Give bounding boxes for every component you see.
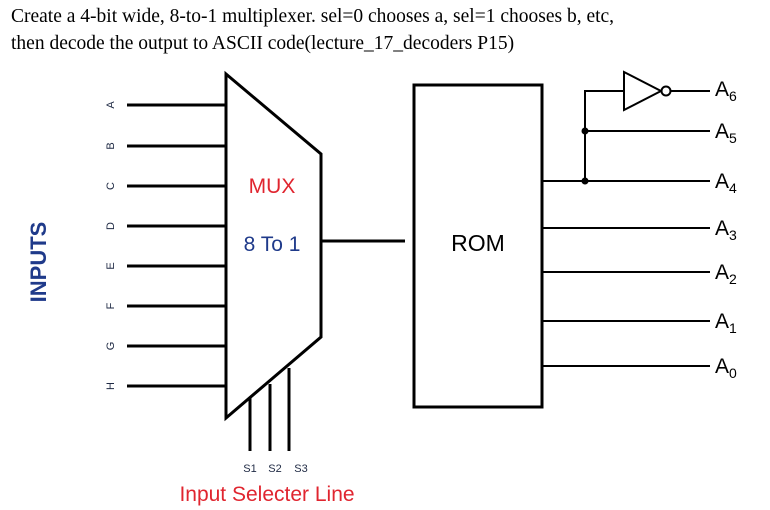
output-label-a3: A3 xyxy=(715,217,737,243)
select-label-s2: S2 xyxy=(268,463,281,475)
input-line-group xyxy=(127,103,226,388)
output-line-group xyxy=(542,70,710,367)
rom-label: ROM xyxy=(451,230,505,256)
output-label-a6: A6 xyxy=(715,78,737,104)
output-label-letter: A xyxy=(715,170,729,193)
output-label-subscript: 6 xyxy=(729,88,737,104)
output-label-subscript: 4 xyxy=(729,180,737,196)
task-text-line-1: Create a 4-bit wide, 8-to-1 multiplexer.… xyxy=(11,6,615,27)
output-label-a2: A2 xyxy=(715,261,737,287)
output-label-letter: A xyxy=(715,120,729,143)
output-label-a5: A5 xyxy=(715,120,737,146)
output-label-a4: A4 xyxy=(715,170,737,196)
task-text-line-2: then decode the output to ASCII code(lec… xyxy=(11,33,515,54)
output-label-letter: A xyxy=(715,78,729,101)
input-letter-f: F xyxy=(105,302,117,309)
input-letter-h: H xyxy=(105,382,117,390)
mux-title: MUX xyxy=(249,175,296,198)
input-letter-b: B xyxy=(105,142,117,149)
inverter-gate xyxy=(623,70,664,112)
input-letter-c: C xyxy=(105,182,117,190)
input-letter-a: A xyxy=(105,101,117,109)
output-label-subscript: 1 xyxy=(729,320,737,336)
output-label-subscript: 5 xyxy=(729,130,737,146)
input-letter-group: A B C D E F G H xyxy=(105,101,117,390)
output-label-a1: A1 xyxy=(715,310,737,336)
select-line-group xyxy=(248,368,291,451)
output-label-subscript: 0 xyxy=(729,365,737,381)
mux-subtitle: 8 To 1 xyxy=(244,233,301,256)
select-label-s1: S1 xyxy=(243,463,256,475)
output-wire-a6-tap xyxy=(584,90,624,181)
output-label-a0: A0 xyxy=(715,355,737,381)
input-letter-e: E xyxy=(105,262,117,269)
output-label-subscript: 3 xyxy=(729,227,737,243)
input-letter-g: G xyxy=(105,342,117,351)
select-label-s3: S3 xyxy=(294,463,307,475)
output-label-letter: A xyxy=(715,355,729,378)
selector-label: Input Selecter Line xyxy=(179,483,354,506)
inputs-label: INPUTS xyxy=(26,222,51,303)
mux-block xyxy=(224,70,323,422)
inverter-bubble xyxy=(660,85,672,97)
output-label-letter: A xyxy=(715,310,729,333)
output-label-letter: A xyxy=(715,261,729,284)
input-letter-d: D xyxy=(105,222,117,230)
rom-block xyxy=(412,83,544,409)
junction-dot-a5 xyxy=(581,127,589,135)
output-label-letter: A xyxy=(715,217,729,240)
output-label-subscript: 2 xyxy=(729,271,737,287)
